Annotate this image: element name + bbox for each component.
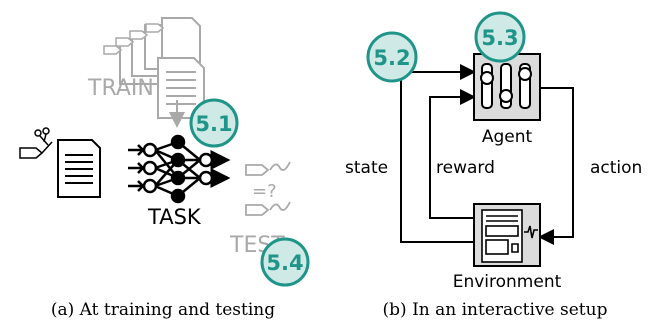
reward-label: reward (436, 158, 495, 178)
badge-test-label: 5.4 (266, 251, 303, 275)
badge-state-label: 5.2 (373, 46, 410, 70)
train-tags-icon (103, 23, 165, 55)
badge-test: 5.4 (260, 237, 310, 287)
machine-icon (481, 209, 538, 263)
badge-state: 5.2 (366, 31, 418, 83)
caption-a: (a) At training and testing (51, 300, 275, 320)
task-label: TASK (147, 205, 202, 229)
test-tags-icon (245, 161, 291, 216)
agent-box (473, 53, 541, 121)
badge-agent: 5.3 (474, 11, 526, 63)
train-documents-icon (119, 17, 205, 119)
state-label: state (345, 158, 388, 178)
badge-agent-label: 5.3 (481, 26, 518, 50)
neural-network-icon (128, 134, 231, 204)
badge-train: 5.1 (189, 98, 239, 148)
equals-question-label: =? (252, 181, 277, 202)
action-label: action (590, 158, 642, 178)
scissors-tag-icon (19, 127, 53, 159)
train-label: TRAIN (87, 76, 154, 101)
environment-label: Environment (453, 272, 562, 292)
reward-arrow (429, 89, 476, 219)
feedback-loop-lines (400, 64, 574, 245)
badge-train-label: 5.1 (195, 112, 232, 136)
sliders-icon (480, 63, 532, 109)
task-document-icon (57, 139, 101, 198)
state-arrow (400, 64, 476, 243)
agent-label: Agent (482, 127, 533, 147)
action-arrow (538, 87, 574, 245)
environment-box (473, 203, 541, 267)
caption-b: (b) In an interactive setup (383, 300, 608, 320)
